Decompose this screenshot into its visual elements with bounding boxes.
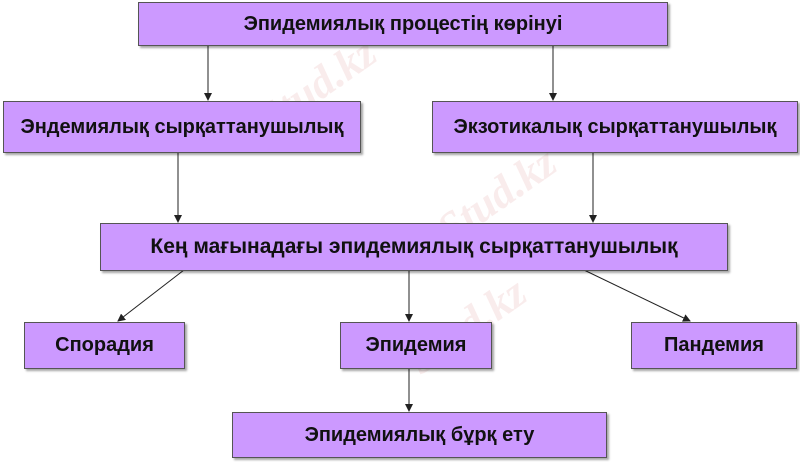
node-outbreak: Эпидемиялық бұрқ ету bbox=[232, 412, 607, 458]
node-endemic: Эндемиялық сырқаттанушылық bbox=[3, 101, 361, 153]
node-epidemia: Эпидемия bbox=[340, 322, 492, 369]
node-root: Эпидемиялық процестің көрінуі bbox=[138, 2, 668, 46]
node-exotic: Экзотикалық сырқаттанушылық bbox=[432, 101, 798, 153]
node-pandemia: Пандемия bbox=[631, 322, 797, 369]
arrow-broad-to-sporadia bbox=[117, 269, 185, 322]
arrow-broad-to-pandemia bbox=[583, 269, 691, 322]
node-sporadia: Спорадия bbox=[24, 322, 185, 369]
node-broad-morbidity: Кең мағынадағы эпидемиялық сырқаттанушыл… bbox=[100, 223, 728, 271]
